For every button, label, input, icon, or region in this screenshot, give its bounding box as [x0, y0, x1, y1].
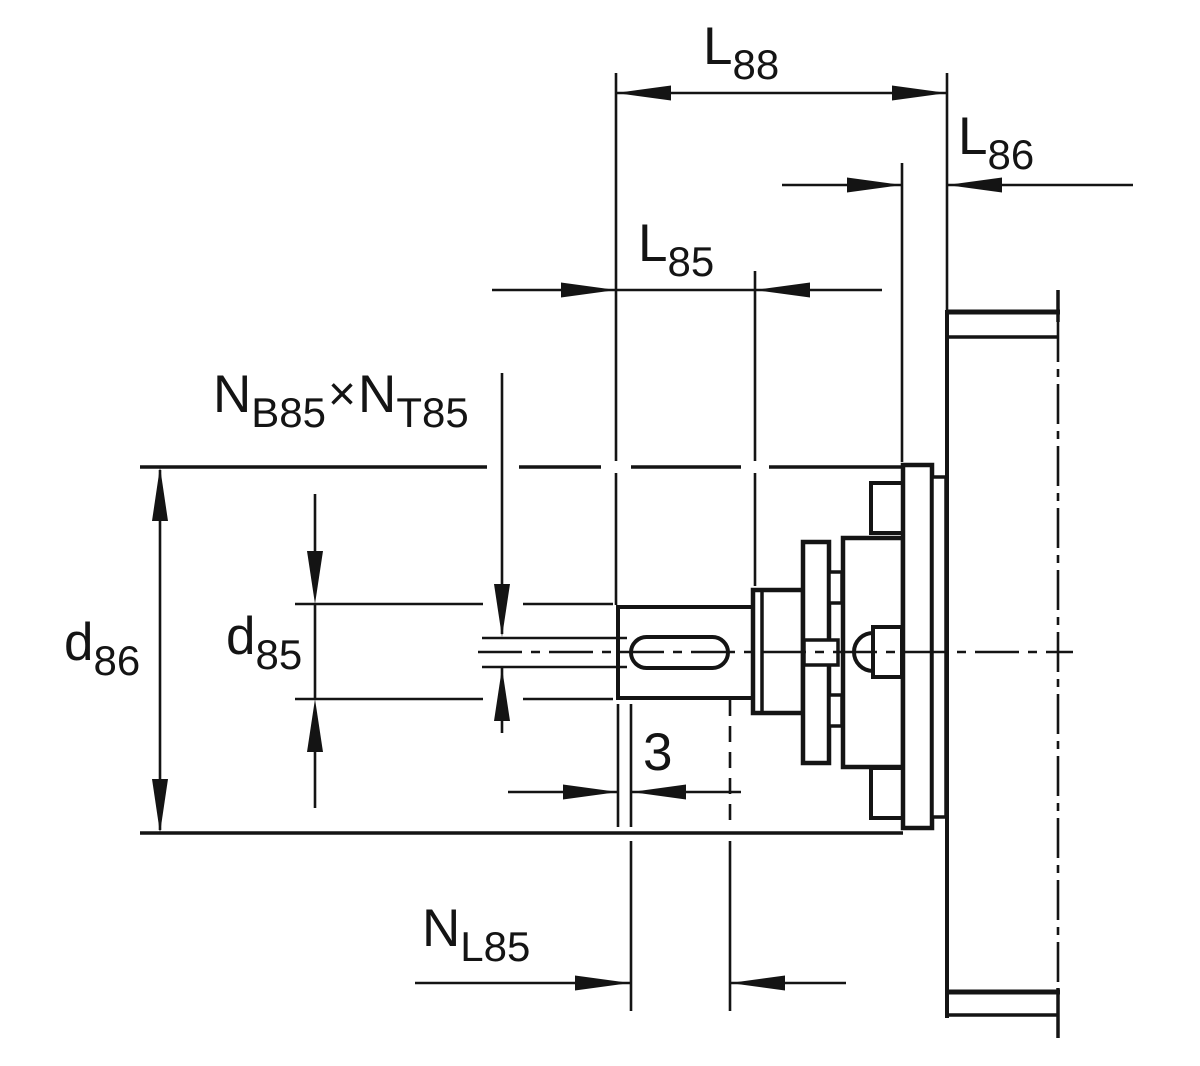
arrowhead	[616, 85, 671, 101]
dim-label-l85: L85	[638, 214, 714, 283]
dim-label-l88: L88	[703, 17, 779, 86]
arrowhead	[755, 282, 810, 298]
dim-label-l85-sub: 85	[667, 238, 715, 285]
dim-label-d85-sub: 85	[255, 631, 303, 678]
dim-label-keyway-sub2: T85	[396, 389, 469, 436]
body-outline	[140, 465, 903, 835]
arrowhead	[494, 584, 510, 637]
dim-label-d85-main: d	[226, 607, 256, 666]
arrowhead	[730, 975, 785, 991]
dim-label-offset-3: 3	[643, 726, 672, 779]
dimension-d85	[295, 494, 613, 808]
mounting-flange	[869, 462, 948, 831]
flange-plate-outer	[900, 462, 935, 831]
dim-label-l86: L86	[958, 107, 1034, 176]
dimension-nl85	[415, 700, 846, 1011]
arrowhead	[152, 467, 168, 521]
dim-label-nl85-sub: L85	[460, 923, 531, 970]
dim-label-nl85: NL85	[422, 899, 530, 968]
dim-label-keyway-n1: N	[213, 365, 252, 424]
arrowhead	[307, 699, 323, 752]
dim-label-keyway-sub1: B85	[251, 389, 327, 436]
arrowhead	[892, 85, 947, 101]
arrowhead	[847, 177, 902, 193]
spacer-bottom	[827, 693, 844, 728]
multiply-sign: ×	[328, 368, 357, 421]
arrowhead	[561, 282, 616, 298]
dim-label-offset-3-value: 3	[643, 723, 673, 782]
dimension-offset-3	[508, 704, 741, 827]
dim-label-nl85-main: N	[422, 899, 461, 958]
dimension-l86	[782, 163, 1133, 462]
dim-label-d85: d85	[226, 607, 302, 676]
dim-label-d86-main: d	[64, 613, 94, 672]
flange-plate-inner	[930, 475, 948, 819]
bolt-bottom	[869, 766, 905, 820]
bolt-top	[869, 481, 905, 535]
dim-label-l85-main: L	[638, 214, 668, 273]
adapter-plate	[945, 290, 1060, 1038]
dim-label-d86: d86	[64, 613, 140, 682]
spacer-top	[827, 570, 844, 605]
dim-label-l88-sub: 88	[732, 41, 780, 88]
arrowhead	[575, 975, 630, 991]
dim-label-l86-sub: 86	[987, 131, 1035, 178]
arrowhead	[152, 779, 168, 833]
dim-label-l88-main: L	[703, 17, 733, 76]
arrowhead	[563, 784, 618, 800]
dimension-d86	[152, 467, 168, 833]
dim-label-keyway-n2: N	[358, 365, 397, 424]
dimension-keyway	[482, 373, 627, 733]
dimension-l85	[492, 271, 882, 586]
arrowhead	[631, 784, 686, 800]
dimension-l88	[614, 73, 949, 605]
arrowhead	[494, 668, 510, 721]
dim-label-l86-main: L	[958, 107, 988, 166]
arrowhead	[307, 551, 323, 604]
dim-label-d86-sub: 86	[93, 637, 141, 684]
dim-label-keyway: NB85×NT85	[213, 365, 469, 434]
arrowhead	[947, 177, 1002, 193]
